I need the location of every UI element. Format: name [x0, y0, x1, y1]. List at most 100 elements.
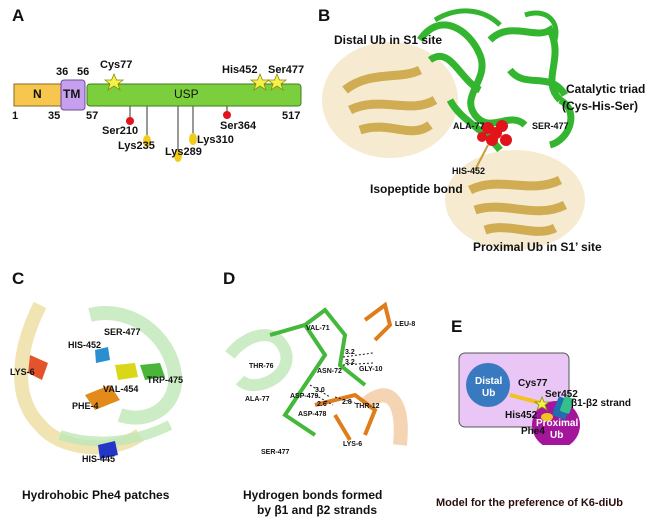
usp-domain — [86, 83, 302, 107]
ser364-sphere — [223, 111, 231, 119]
tick-517: 517 — [282, 110, 301, 122]
phe4-label-e: Phe4 — [521, 426, 545, 437]
lys310-drop — [189, 133, 197, 145]
usp-sticks — [269, 307, 367, 437]
isopeptide-label: Isopeptide bond — [370, 182, 463, 196]
n-domain-label: N — [33, 87, 42, 101]
panel-e-label: E — [451, 317, 463, 336]
isopeptide-link — [474, 144, 489, 171]
val454-residue — [115, 363, 138, 380]
caption-c: Hydrohobic Phe4 patches — [22, 488, 170, 502]
tick-56: 56 — [77, 66, 90, 78]
strand-label-e: β1-β2 strand — [571, 398, 631, 409]
his452-residue — [95, 347, 110, 363]
ala77-label-d: ALA-77 — [245, 396, 270, 403]
tm-domain — [60, 79, 86, 111]
thr76-label: THR-76 — [249, 363, 274, 370]
usp-ribbon-c — [88, 306, 183, 425]
panel-b: B Distal Ub in S1 site Catalytic triad (… — [310, 0, 651, 265]
ser210-label: Ser210 — [102, 125, 139, 137]
panel-c: C LYS-6 HIS-452 SER-477 TRP-475 VAL-454 … — [0, 265, 215, 524]
dist-3-2-b: 3.2 — [345, 359, 355, 366]
tick-57: 57 — [86, 110, 99, 122]
domain-diagram — [13, 72, 302, 162]
lys289-label: Lys289 — [165, 146, 202, 158]
lys6-label-d: LYS-6 — [343, 441, 363, 448]
distal-label-line2: Ub — [482, 388, 496, 399]
lys6-patch — [28, 355, 48, 380]
lys310-label: Lys310 — [197, 134, 234, 146]
dist-2-8: 2.8 — [342, 399, 352, 406]
his452-label-c: HIS-452 — [68, 340, 102, 350]
phe4-residue — [85, 385, 120, 410]
catalytic-triad-spheres — [477, 120, 512, 146]
dist-3-0: 3.0 — [315, 387, 325, 394]
proximal-label-line1: Proximal — [536, 418, 579, 429]
caption-e: Model for the preference of K6-diUb — [436, 497, 624, 509]
val71-label: VAL-71 — [306, 325, 330, 332]
ser364-label: Ser364 — [220, 120, 257, 132]
ub-ribbon-d — [360, 388, 408, 446]
usp-ribbon-d — [225, 329, 293, 392]
model-diagram — [458, 352, 580, 445]
structure-b — [322, 8, 585, 250]
his452-label: His452 — [222, 64, 258, 76]
tm-domain-label: TM — [63, 87, 81, 101]
ser477-star — [266, 72, 288, 91]
trp475-residue — [140, 363, 165, 380]
panel-a: A N TM USP 1 35 36 56 57 517 Cys77 His45… — [0, 0, 320, 170]
asp479-label: ASP-479 — [290, 393, 319, 400]
distal-ub-label: Distal Ub in S1 site — [334, 33, 443, 47]
his452-label-e: His452 — [505, 410, 538, 421]
structure-d — [225, 301, 408, 446]
ub-sticks — [314, 301, 393, 442]
distal-label-line1: Distal — [475, 376, 503, 387]
proximal-ub-ribbon — [467, 175, 568, 236]
usp-ribbon-top — [433, 8, 559, 41]
phe4-label-c: PHE-4 — [72, 401, 99, 411]
thr12-label: THR-12 — [355, 403, 380, 410]
usp-ribbon — [417, 21, 575, 153]
ser210-sphere — [126, 117, 134, 125]
asn72-label: ASN-72 — [317, 368, 342, 375]
phe4-oval — [541, 413, 553, 421]
proximal-ub-label: Proximal Ub in S1’ site — [473, 240, 602, 254]
his452-star — [249, 72, 271, 91]
catalytic-triad-sublabel: (Cys-His-Ser) — [562, 99, 639, 113]
leu8-label: LEU-8 — [395, 321, 416, 328]
his445-residue — [98, 441, 118, 459]
panel-d-label: D — [223, 269, 236, 288]
dist-3-2-a: 3.2 — [345, 349, 355, 356]
lys235-label: Lys235 — [118, 140, 155, 152]
val454-label-c: VAL-454 — [103, 384, 139, 394]
ala77-label-b: ALA-77 — [453, 121, 485, 131]
cys77-label: Cys77 — [100, 59, 133, 71]
cys77-star — [103, 72, 125, 91]
lys6-label-c: LYS-6 — [10, 367, 35, 377]
usp-domain-label: USP — [174, 87, 199, 101]
ser452-label-e: Ser452 — [545, 389, 578, 400]
caption-d-line2: by β1 and β2 strands — [257, 503, 378, 517]
beta-strand-green — [560, 396, 574, 414]
hbonds — [309, 352, 374, 406]
ser477-label-d: SER-477 — [261, 449, 290, 456]
structure-c — [14, 301, 183, 459]
tick-36: 36 — [56, 66, 69, 78]
dist-2-6: 2.6 — [317, 401, 327, 408]
distal-ub-ribbon — [342, 65, 438, 136]
trp475-label-c: TRP-475 — [147, 375, 184, 385]
ser477-label-b: SER-477 — [532, 121, 569, 131]
cys77-star-e — [533, 395, 551, 411]
catalytic-triad-label: Catalytic triad — [566, 82, 646, 96]
proximal-ub-surface — [445, 150, 585, 250]
tick-35: 35 — [48, 110, 61, 122]
tick-1: 1 — [12, 110, 19, 122]
panel-c-label: C — [12, 269, 25, 288]
ser477-label: Ser477 — [268, 64, 305, 76]
gly10-label: GLY-10 — [359, 366, 383, 373]
lys289-drop — [174, 150, 182, 162]
asp478-label: ASP-478 — [298, 411, 327, 418]
panel-d: D VAL-71 LEU-8 THR-76 ASN-72 GLY-10 ALA-… — [215, 265, 435, 524]
his445-label-c: HIS-445 — [82, 454, 116, 464]
his452-label-b: HIS-452 — [452, 166, 486, 176]
